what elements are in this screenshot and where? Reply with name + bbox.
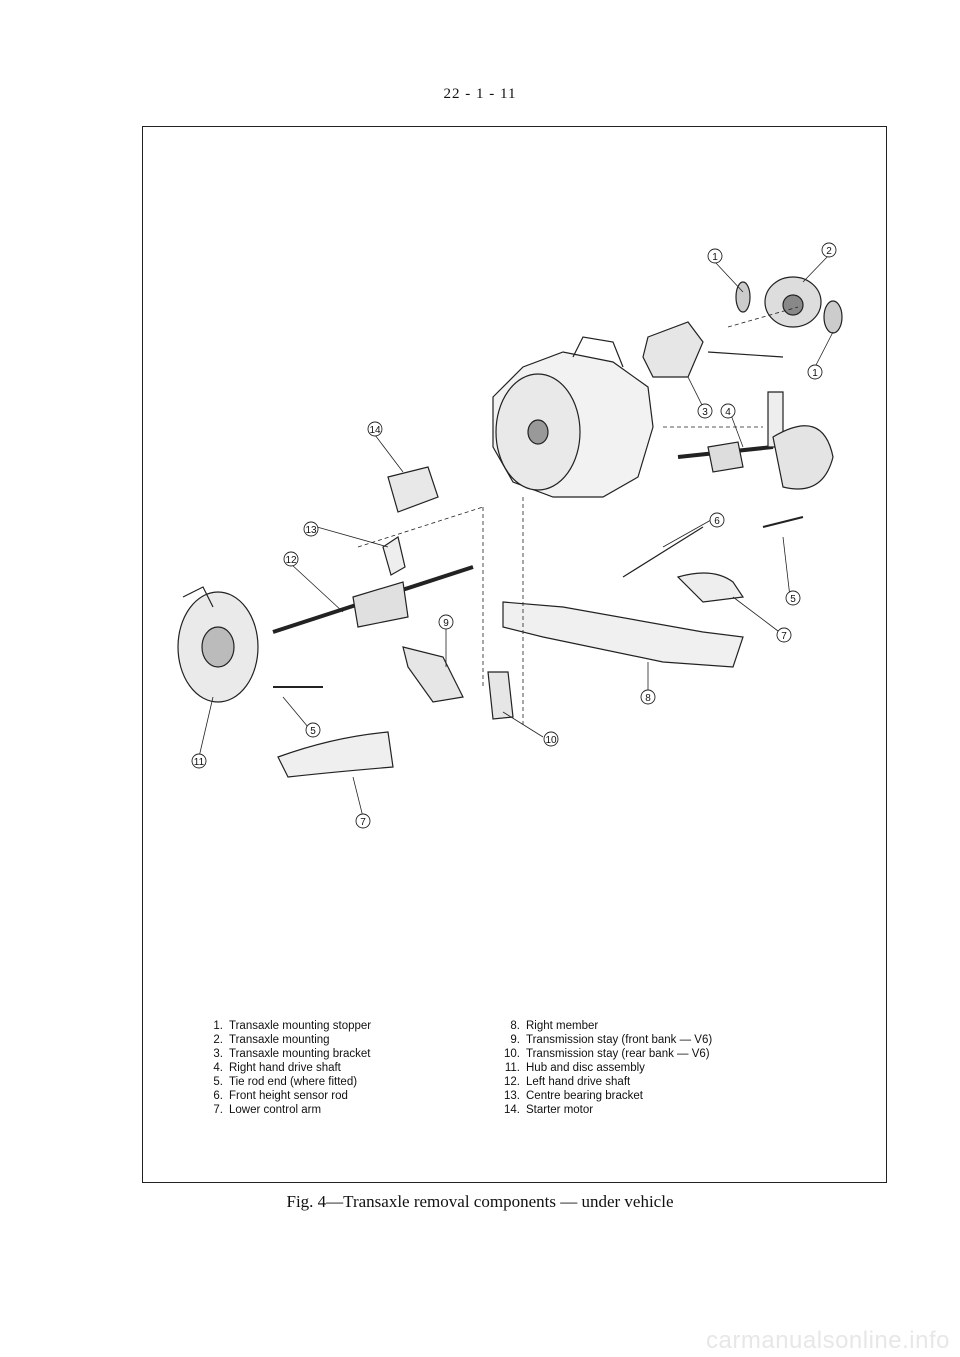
callout-5a: 5	[790, 594, 796, 605]
exploded-view-diagram: 1 2 1 3 4 14 13 12 9 6 5 7 8 5 11 7 10	[177, 242, 843, 829]
callout-11: 11	[194, 757, 205, 768]
legend-item: 8.Right member	[510, 1020, 599, 1032]
legend-item: 3.Transaxle mounting bracket	[213, 1048, 371, 1060]
legend-left: 1.Transaxle mounting stopper 2.Transaxle…	[201, 1019, 371, 1117]
callout-1b: 1	[812, 368, 818, 379]
callout-7a: 7	[781, 631, 787, 642]
callout-10: 10	[545, 735, 557, 746]
callout-8: 8	[645, 693, 651, 704]
legend-item: 14.Starter motor	[504, 1104, 594, 1116]
callout-4: 4	[725, 407, 731, 418]
page-number: 22 - 1 - 11	[443, 86, 517, 102]
callout-6: 6	[714, 516, 720, 527]
legend-item: 7.Lower control arm	[213, 1104, 322, 1116]
legend-item: 11.Hub and disc assembly	[504, 1062, 645, 1074]
legend-item: 5.Tie rod end (where fitted)	[213, 1076, 358, 1088]
callout-9: 9	[443, 618, 449, 629]
callout-12: 12	[285, 555, 297, 566]
callout-14: 14	[369, 425, 381, 436]
legend-item: 4.Right hand drive shaft	[213, 1062, 341, 1074]
watermark: carmanualsonline.info	[706, 1327, 950, 1354]
legend-right: 8.Right member 9.Transmission stay (fron…	[498, 1019, 712, 1117]
callout-5b: 5	[310, 726, 316, 737]
figure-frame: 1 2 1 3 4 14 13 12 9 6 5 7 8 5 11 7 10 1…	[142, 126, 887, 1183]
callout-13: 13	[305, 525, 317, 536]
legend-item: 6.Front height sensor rod	[213, 1090, 348, 1102]
legend-item: 1.Transaxle mounting stopper	[213, 1020, 372, 1032]
legend-item: 10.Transmission stay (rear bank — V6)	[504, 1048, 710, 1060]
legend-item: 9.Transmission stay (front bank — V6)	[510, 1034, 713, 1046]
legend-item: 13.Centre bearing bracket	[504, 1090, 643, 1102]
callout-1a: 1	[712, 252, 718, 263]
callout-3: 3	[702, 407, 708, 418]
callout-7b: 7	[360, 817, 366, 828]
callout-2: 2	[826, 246, 832, 257]
legend-item: 2.Transaxle mounting	[213, 1034, 330, 1046]
figure-caption: Fig. 4—Transaxle removal components — un…	[286, 1192, 674, 1211]
legend-item: 12.Left hand drive shaft	[504, 1076, 631, 1088]
